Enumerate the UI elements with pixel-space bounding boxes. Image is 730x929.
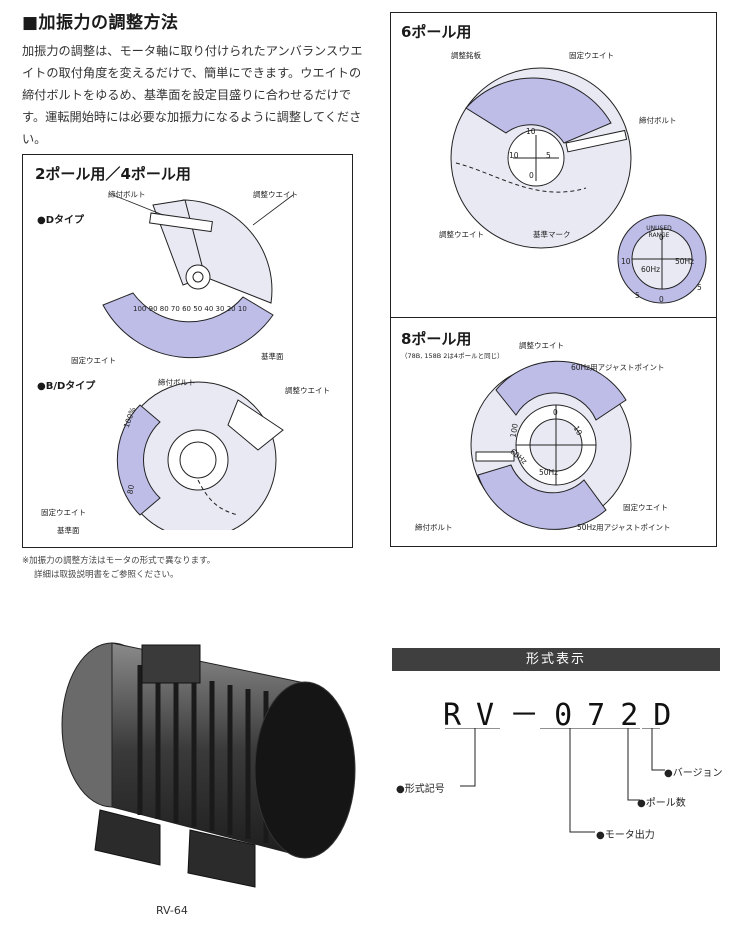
d-scale-mark: 80 [159, 305, 169, 313]
d-fixed-weight-shape [102, 292, 274, 359]
panel-2-4-title: 2ポール用／4ポール用 [35, 165, 191, 183]
eight-pole-diagram [470, 360, 632, 530]
bd-scale-bottom: 80 [125, 484, 137, 495]
d-adj-weight-label: 調整ウエイト [253, 190, 298, 199]
six-dial-num-b: 5 [546, 151, 551, 160]
panel-6-pole: 6ポール用 調整銘板 固定ウエイト 締付ボルト 調整ウエイト 基準マーク 10 … [390, 12, 717, 319]
bd-fixed-weight-label: 固定ウエイト [41, 508, 86, 517]
d-scale-mark: 10 [237, 305, 247, 313]
six-fixed-weight-label: 固定ウエイト [569, 51, 614, 60]
footnote: ※加振力の調整方法はモータの形式で異なります。 詳細は取扱説明書をご参照ください… [22, 554, 215, 582]
d-type-label: ●Dタイプ [37, 215, 85, 226]
eight-point-50-label: 50Hz用アジャストポイント [577, 523, 671, 532]
footnote-line-2: 詳細は取扱説明書をご参照ください。 [34, 570, 179, 580]
bd-ref-face-label: 基準面 [57, 526, 80, 535]
six-dial-num-d: 10 [509, 151, 519, 160]
eight-bolt-label: 締付ボルト [415, 523, 453, 532]
bd-adjust-weight-shape [227, 399, 284, 451]
panel-6-title: 6ポール用 [401, 23, 472, 41]
six-pole-diagram [450, 67, 632, 249]
eight-weight-bottom [477, 464, 607, 530]
d-scale-mark: 20 [226, 305, 236, 313]
six-nameplate-label: 調整銘板 [451, 51, 481, 60]
panel-8-subtitle: （78B, 158B 2は4ポールと同じ） [401, 352, 504, 360]
model-leader-lines [445, 728, 665, 833]
big-dial-0b: 0 [659, 295, 664, 304]
legend-poles: ●ポール数 [637, 798, 686, 809]
big-dial-5r: 5 [697, 283, 702, 292]
six-ref-mark-label: 基準マーク [533, 230, 571, 239]
d-scale: 100 90 80 70 60 50 40 30 20 10 [133, 305, 283, 313]
d-bolt-label: 締付ボルト [108, 190, 146, 199]
six-adj-weight-label: 調整ウエイト [439, 230, 484, 239]
panel-2-4-pole: 2ポール用／4ポール用 ●Dタイプ ●B/Dタイプ 締付ボルト 調整ウエイト 固… [22, 154, 353, 548]
d-ref-face-label: 基準面 [261, 352, 284, 361]
motor-illustration [61, 642, 356, 888]
model-code: RV－072D [443, 698, 687, 733]
d-fixed-weight-label: 固定ウエイト [71, 356, 116, 365]
bd-bolt-label: 締付ボルト [158, 378, 196, 387]
big-dial-0: 0 [659, 233, 664, 242]
eight-fixed-weight-label: 固定ウエイト [623, 503, 668, 512]
motor-caption: RV-64 [156, 904, 188, 917]
big-dial-60hz: 60Hz [641, 265, 661, 274]
d-scale-mark: 70 [170, 305, 180, 313]
intro-paragraph: 加振力の調整は、モータ軸に取り付けられたアンバランスウエイトの取付角度を変えるだ… [22, 44, 363, 146]
eight-weight-top [495, 360, 627, 421]
motor-right-cap [254, 681, 356, 859]
motor-foot-left [94, 809, 161, 866]
eight-dial-0: 0 [553, 408, 558, 417]
d-bolt [149, 212, 213, 233]
six-bolt-label: 締付ボルト [639, 116, 677, 125]
d-scale-mark: 30 [215, 305, 225, 313]
footnote-line-1: ※加振力の調整方法はモータの形式で異なります。 [22, 556, 216, 566]
section-heading: ■加振力の調整方法 [22, 13, 179, 33]
big-dial-unused: UNUSED RANGE [646, 225, 672, 239]
eight-dial-50hz: 50Hz [539, 468, 559, 477]
motor-terminal-box [141, 644, 201, 684]
legend-output: ●モータ出力 [596, 830, 655, 841]
six-weight-shape [465, 77, 612, 144]
eight-point-60-label: 60Hz用アジャストポイント [571, 363, 665, 372]
bd-type-diagram [116, 381, 284, 530]
panel-8-title: 8ポール用 [401, 330, 472, 348]
big-dial-5l: 5 [635, 291, 640, 300]
motor-foot-right [187, 829, 256, 888]
bd-type-label: ●B/Dタイプ [37, 381, 96, 392]
legend-series: ●形式記号 [396, 784, 445, 795]
bd-fixed-weight-shape [116, 404, 161, 516]
big-dial-10: 10 [621, 257, 631, 266]
big-dial-50hz: 50Hz [675, 257, 695, 266]
d-scale-mark: 60 [182, 305, 191, 313]
panel-8-pole: 8ポール用 （78B, 158B 2は4ポールと同じ） 調整ウエイト 60Hz用… [390, 317, 717, 547]
six-dial-num-a: 10 [526, 127, 536, 136]
d-scale-mark: 40 [204, 305, 214, 313]
bd-adj-weight-label: 調整ウエイト [285, 386, 330, 395]
six-big-dial [617, 214, 707, 304]
d-scale-mark: 50 [193, 305, 203, 313]
legend-version: ●バージョン [664, 768, 723, 779]
eight-bolt [475, 451, 515, 462]
d-scale-mark: 100 [133, 305, 147, 313]
bd-shaft [179, 441, 217, 479]
six-dial-num-c: 0 [529, 171, 534, 180]
model-banner: 形式表示 [392, 648, 720, 671]
d-scale-mark: 90 [148, 305, 158, 313]
d-type-diagram [102, 194, 294, 359]
eight-adj-weight-label: 調整ウエイト [519, 341, 564, 350]
six-bolt [565, 129, 628, 153]
